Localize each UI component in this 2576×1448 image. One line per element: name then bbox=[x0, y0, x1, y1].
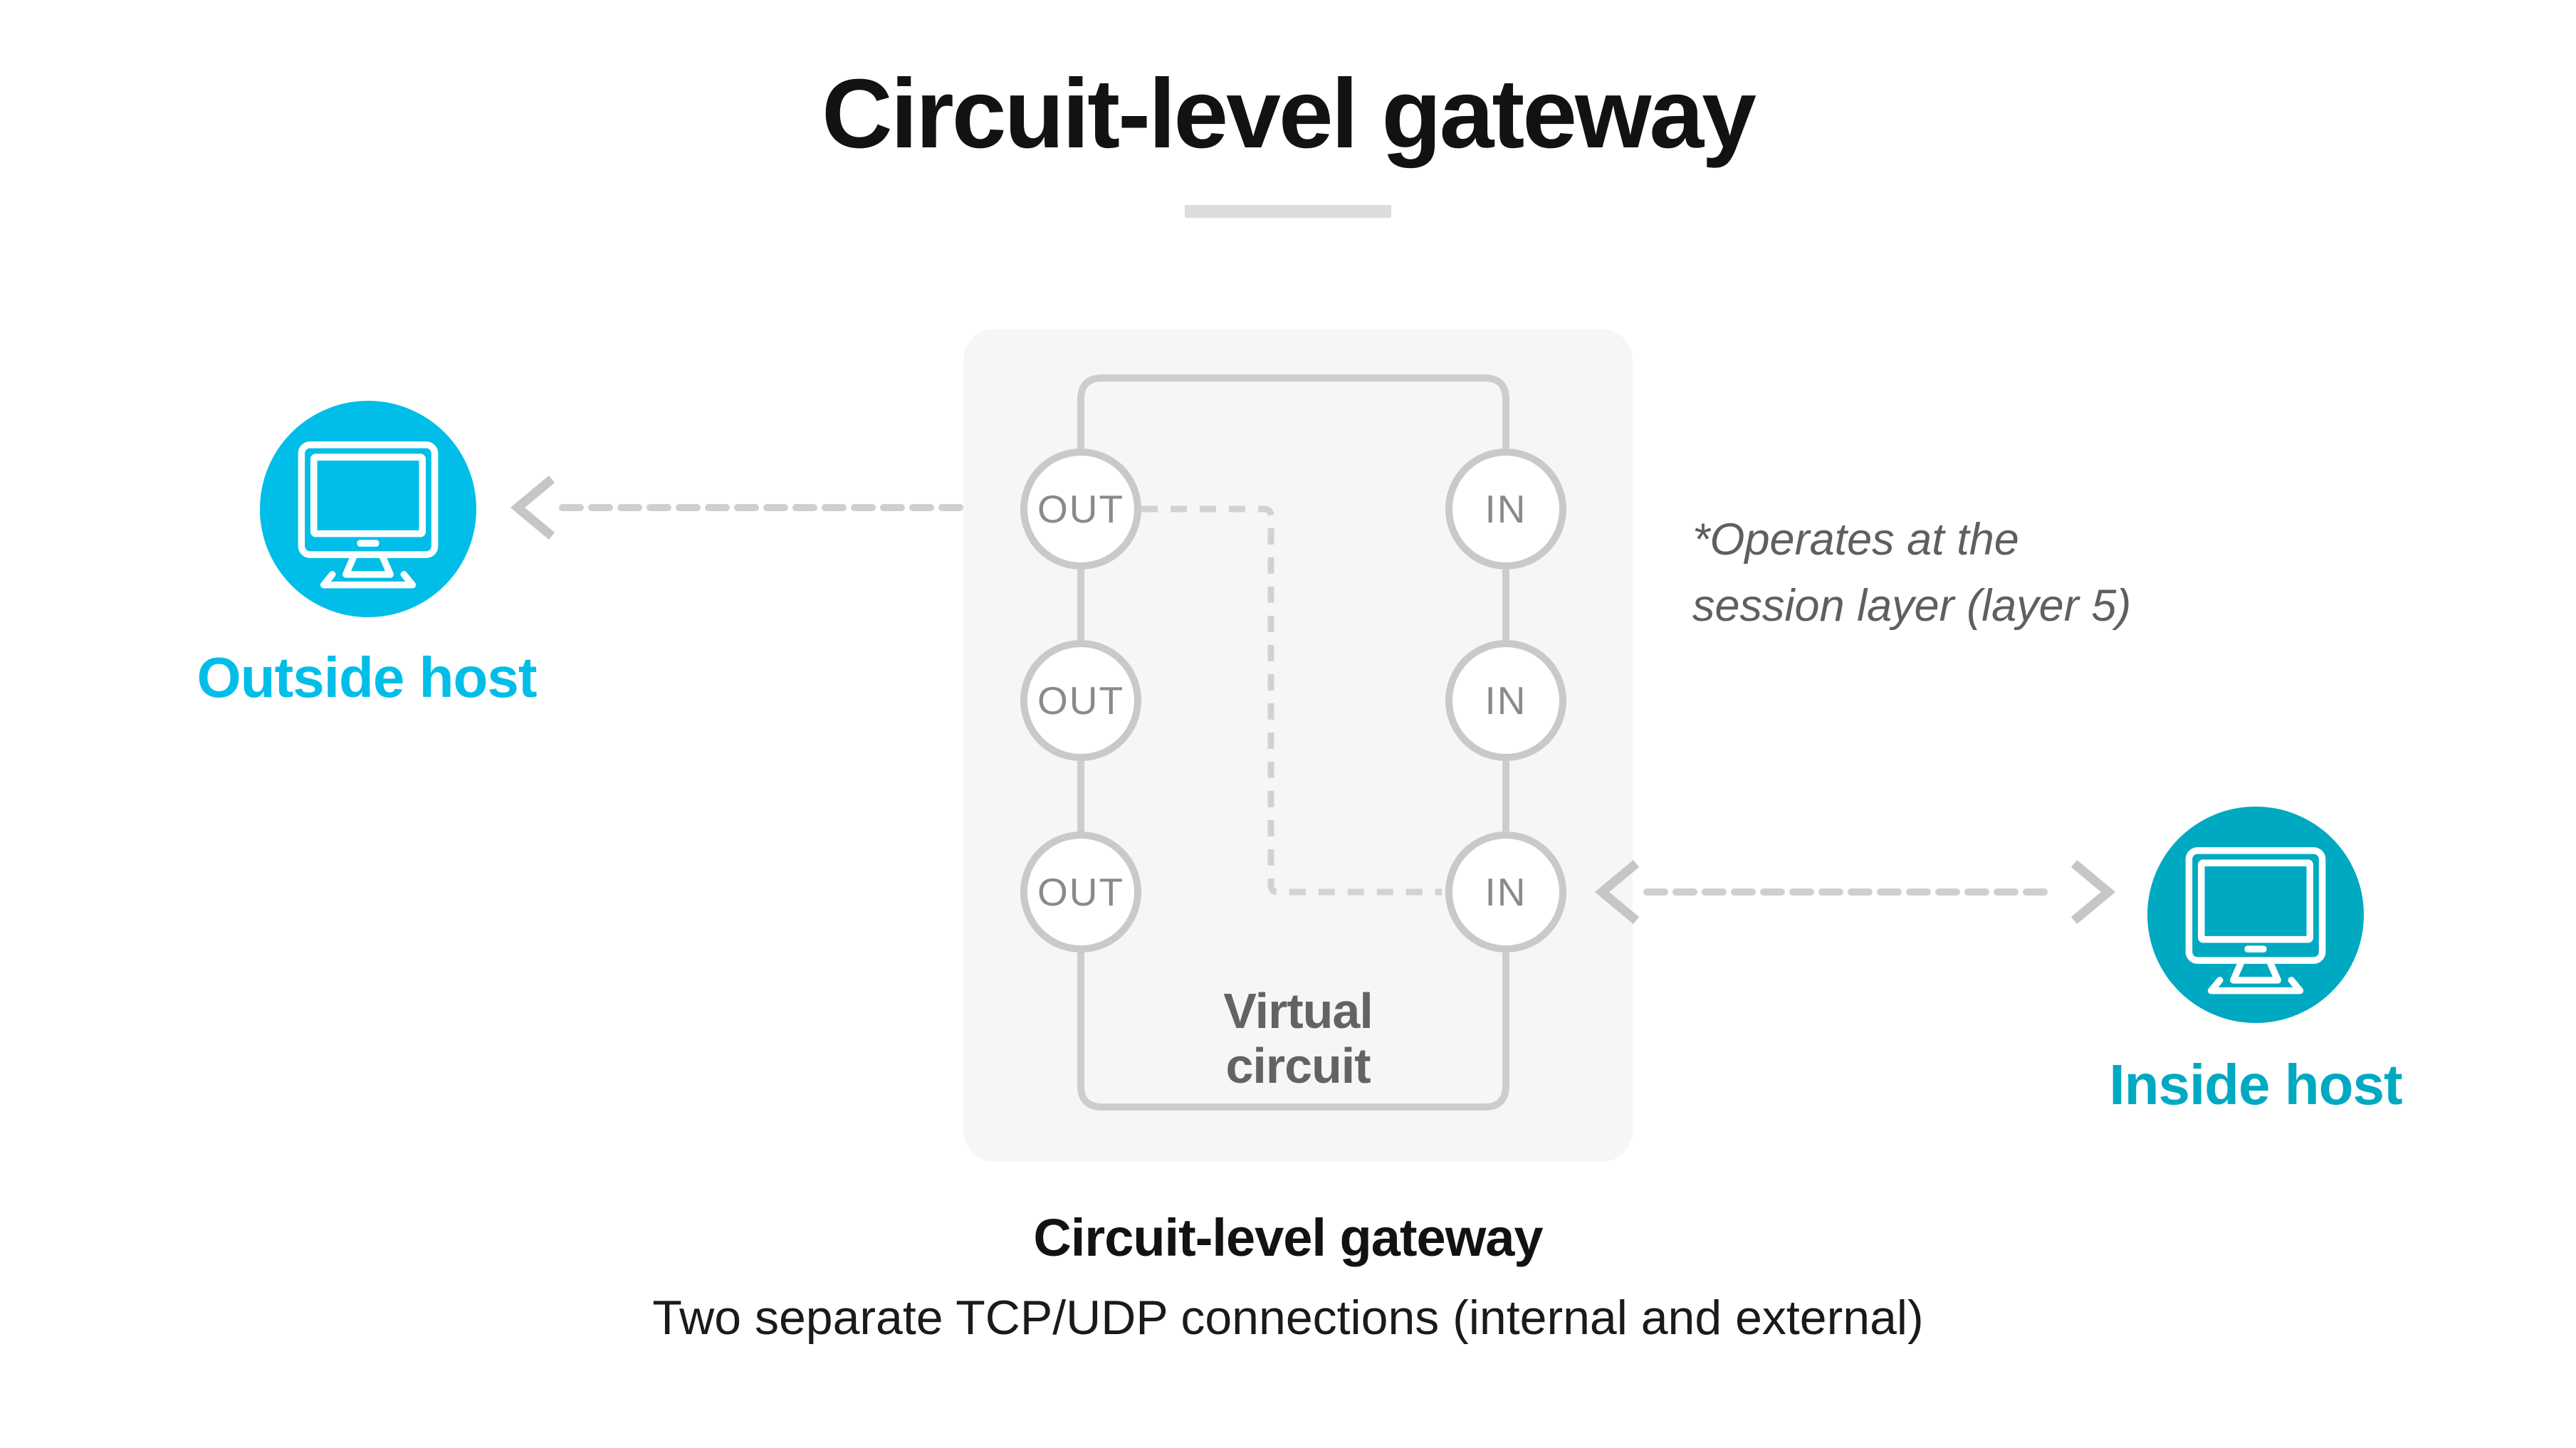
inside-connection-arrow bbox=[1594, 860, 2116, 924]
outside-connection-arrow bbox=[510, 476, 1021, 540]
port-label: OUT bbox=[1037, 869, 1125, 914]
port-in-2: IN bbox=[1445, 640, 1566, 761]
port-out-2: OUT bbox=[1020, 640, 1141, 761]
port-label: IN bbox=[1485, 486, 1527, 531]
virtual-circuit-dashed-path bbox=[1141, 505, 1442, 896]
gateway-connector-lines bbox=[1077, 374, 1509, 1111]
gateway-caption: Circuit-level gateway bbox=[1033, 1208, 1543, 1267]
gateway-subcaption: Two separate TCP/UDP connections (intern… bbox=[652, 1291, 1924, 1345]
outside-host-avatar bbox=[260, 401, 476, 617]
port-in-3: IN bbox=[1445, 831, 1566, 953]
session-layer-annotation: *Operates at the session layer (layer 5) bbox=[1692, 507, 2333, 639]
port-out-3: OUT bbox=[1020, 831, 1141, 953]
port-in-1: IN bbox=[1445, 448, 1566, 570]
monitor-icon bbox=[2185, 847, 2326, 995]
arrowhead-left-icon bbox=[510, 476, 555, 540]
outside-host-label: Outside host bbox=[197, 646, 538, 709]
title-divider bbox=[1185, 205, 1391, 218]
top-connector-line bbox=[1077, 374, 1509, 448]
monitor-icon bbox=[298, 441, 439, 589]
annotation-line1: *Operates at the bbox=[1692, 515, 2019, 565]
port-link-lines bbox=[1077, 570, 1509, 831]
page-title: Circuit-level gateway bbox=[822, 59, 1756, 169]
bottom-connector-line bbox=[1077, 953, 1509, 1111]
port-label: OUT bbox=[1037, 486, 1125, 531]
port-label: IN bbox=[1485, 869, 1527, 914]
arrowhead-left-icon bbox=[1594, 860, 1640, 924]
port-out-1: OUT bbox=[1020, 448, 1141, 570]
port-label: OUT bbox=[1037, 678, 1125, 723]
virtual-circuit-label: Virtual circuit bbox=[963, 984, 1633, 1093]
port-label: IN bbox=[1485, 678, 1527, 723]
virtual-circuit-line1: Virtual bbox=[1223, 983, 1373, 1039]
virtual-circuit-line2: circuit bbox=[1225, 1038, 1371, 1093]
inside-host-label: Inside host bbox=[2109, 1053, 2402, 1116]
inside-host-avatar bbox=[2147, 807, 2364, 1023]
arrowhead-right-icon bbox=[2070, 860, 2116, 924]
annotation-line2: session layer (layer 5) bbox=[1692, 581, 2132, 631]
